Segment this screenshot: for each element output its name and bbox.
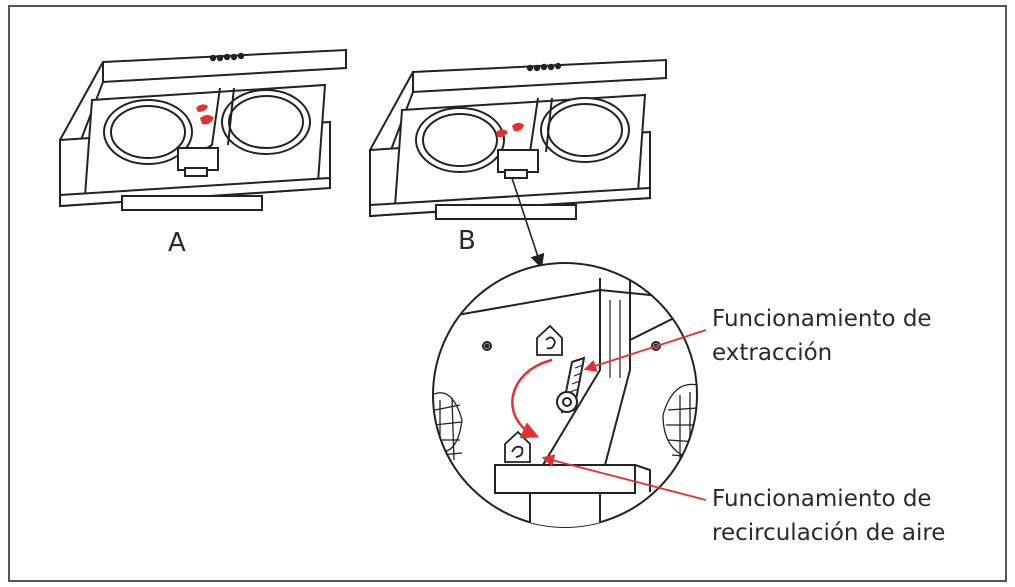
label-b: B: [458, 226, 476, 256]
callout-recirculation-line2: recirculación de aire: [712, 520, 946, 546]
detail-pointer-arrow: [511, 177, 545, 269]
callout-extraction-line2: extracción: [712, 340, 833, 366]
range-hood-b: [369, 58, 667, 220]
callout-extraction-line1: Funcionamiento de: [712, 306, 932, 332]
range-hood-a: [59, 48, 347, 211]
extraction-position-icon: [536, 324, 563, 356]
zoom-detail-circle: [432, 262, 698, 528]
callout-recirculation: Funcionamiento de recirculación de aire: [712, 482, 945, 550]
callout-extraction: Funcionamiento de extracción: [712, 302, 932, 370]
label-a: A: [168, 228, 186, 258]
figure-border: [8, 5, 1007, 582]
damper-marker-a: [196, 104, 214, 125]
extraction-leader-line: [583, 329, 707, 372]
callout-recirculation-line1: Funcionamiento de: [712, 486, 932, 512]
lever-rotation-arrow: [511, 358, 553, 439]
recirculation-leader-line: [541, 454, 707, 501]
damper-lever: [556, 356, 586, 414]
damper-marker-b: [496, 122, 524, 138]
